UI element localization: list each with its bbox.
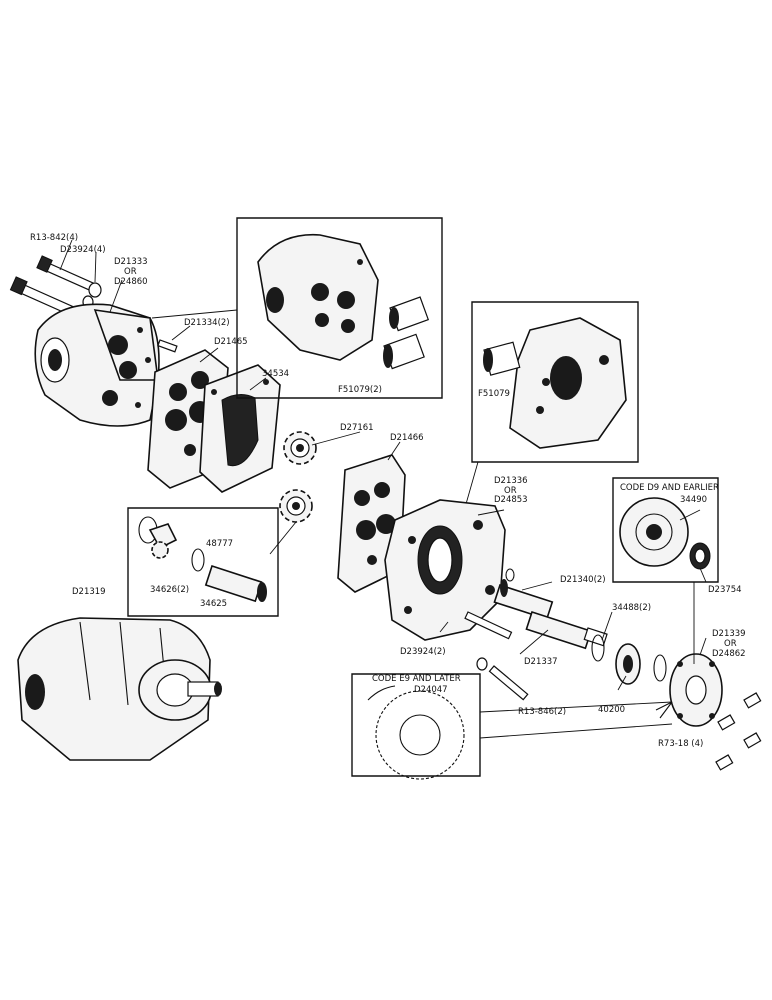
label-or-3: OR [724,639,737,649]
label-d23924-2: D23924(2) [400,647,446,657]
label-d21466: D21466 [390,433,424,443]
label-d24862: D24862 [712,649,746,659]
inset-box-right [471,301,639,463]
label-d27161: D27161 [340,423,374,433]
gear-d27161-lower [279,489,313,523]
housing-d21333 [34,303,160,427]
label-34625: 34625 [200,599,227,609]
label-f51079-2: F51079(2) [338,385,382,395]
label-34490: 34490 [680,495,707,505]
shaft-d21337 [525,610,608,650]
label-d21319: D21319 [72,587,106,597]
label-d24853: D24853 [494,495,528,505]
label-d21339: D21339 [712,629,746,639]
label-d23754: D23754 [708,585,742,595]
cover-d21339 [669,653,723,727]
label-34626: 34626(2) [150,585,189,595]
bolt-r13-846 [464,611,529,701]
label-code-e9: CODE E9 AND LATER [372,674,461,684]
shaft-d21340 [493,568,554,621]
label-r13-842: R13-842(4) [30,233,78,243]
label-34534: 34534 [262,369,289,379]
label-40200: 40200 [598,705,625,715]
label-d21336: D21336 [494,476,528,486]
label-d24860: D24860 [114,277,148,287]
pin-d21334 [157,339,178,353]
inset-box-code-d9 [612,477,719,583]
label-f51079: F51079 [478,389,510,399]
label-r73-18: R73-18 (4) [658,739,703,749]
label-d24047: D24047 [414,685,448,695]
label-d21333: D21333 [114,257,148,267]
label-or-1: OR [124,267,137,277]
inset-box-code-e9 [351,673,481,780]
label-r13-846: R13-846(2) [518,707,566,717]
screws-r73-18 [715,692,762,771]
inset-box-top [236,217,443,399]
label-d21337: D21337 [524,657,558,667]
housing-d21336 [384,499,506,641]
label-d21340: D21340(2) [560,575,606,585]
label-d23924-4: D23924(4) [60,245,106,255]
assembled-pump-d21319 [17,617,222,761]
label-or-2: OR [504,486,517,496]
gear-housing-34534 [199,364,281,493]
label-d21334: D21334(2) [184,318,230,328]
inset-box-bottom-left [127,507,279,617]
label-34488: 34488(2) [612,603,651,613]
seal-34488 [591,634,667,682]
label-d21465: D21465 [214,337,248,347]
bearing-40200 [615,643,641,685]
gear-d27161-upper [283,431,317,465]
label-48777: 48777 [206,539,233,549]
label-code-d9: CODE D9 AND EARLIER [620,483,719,493]
